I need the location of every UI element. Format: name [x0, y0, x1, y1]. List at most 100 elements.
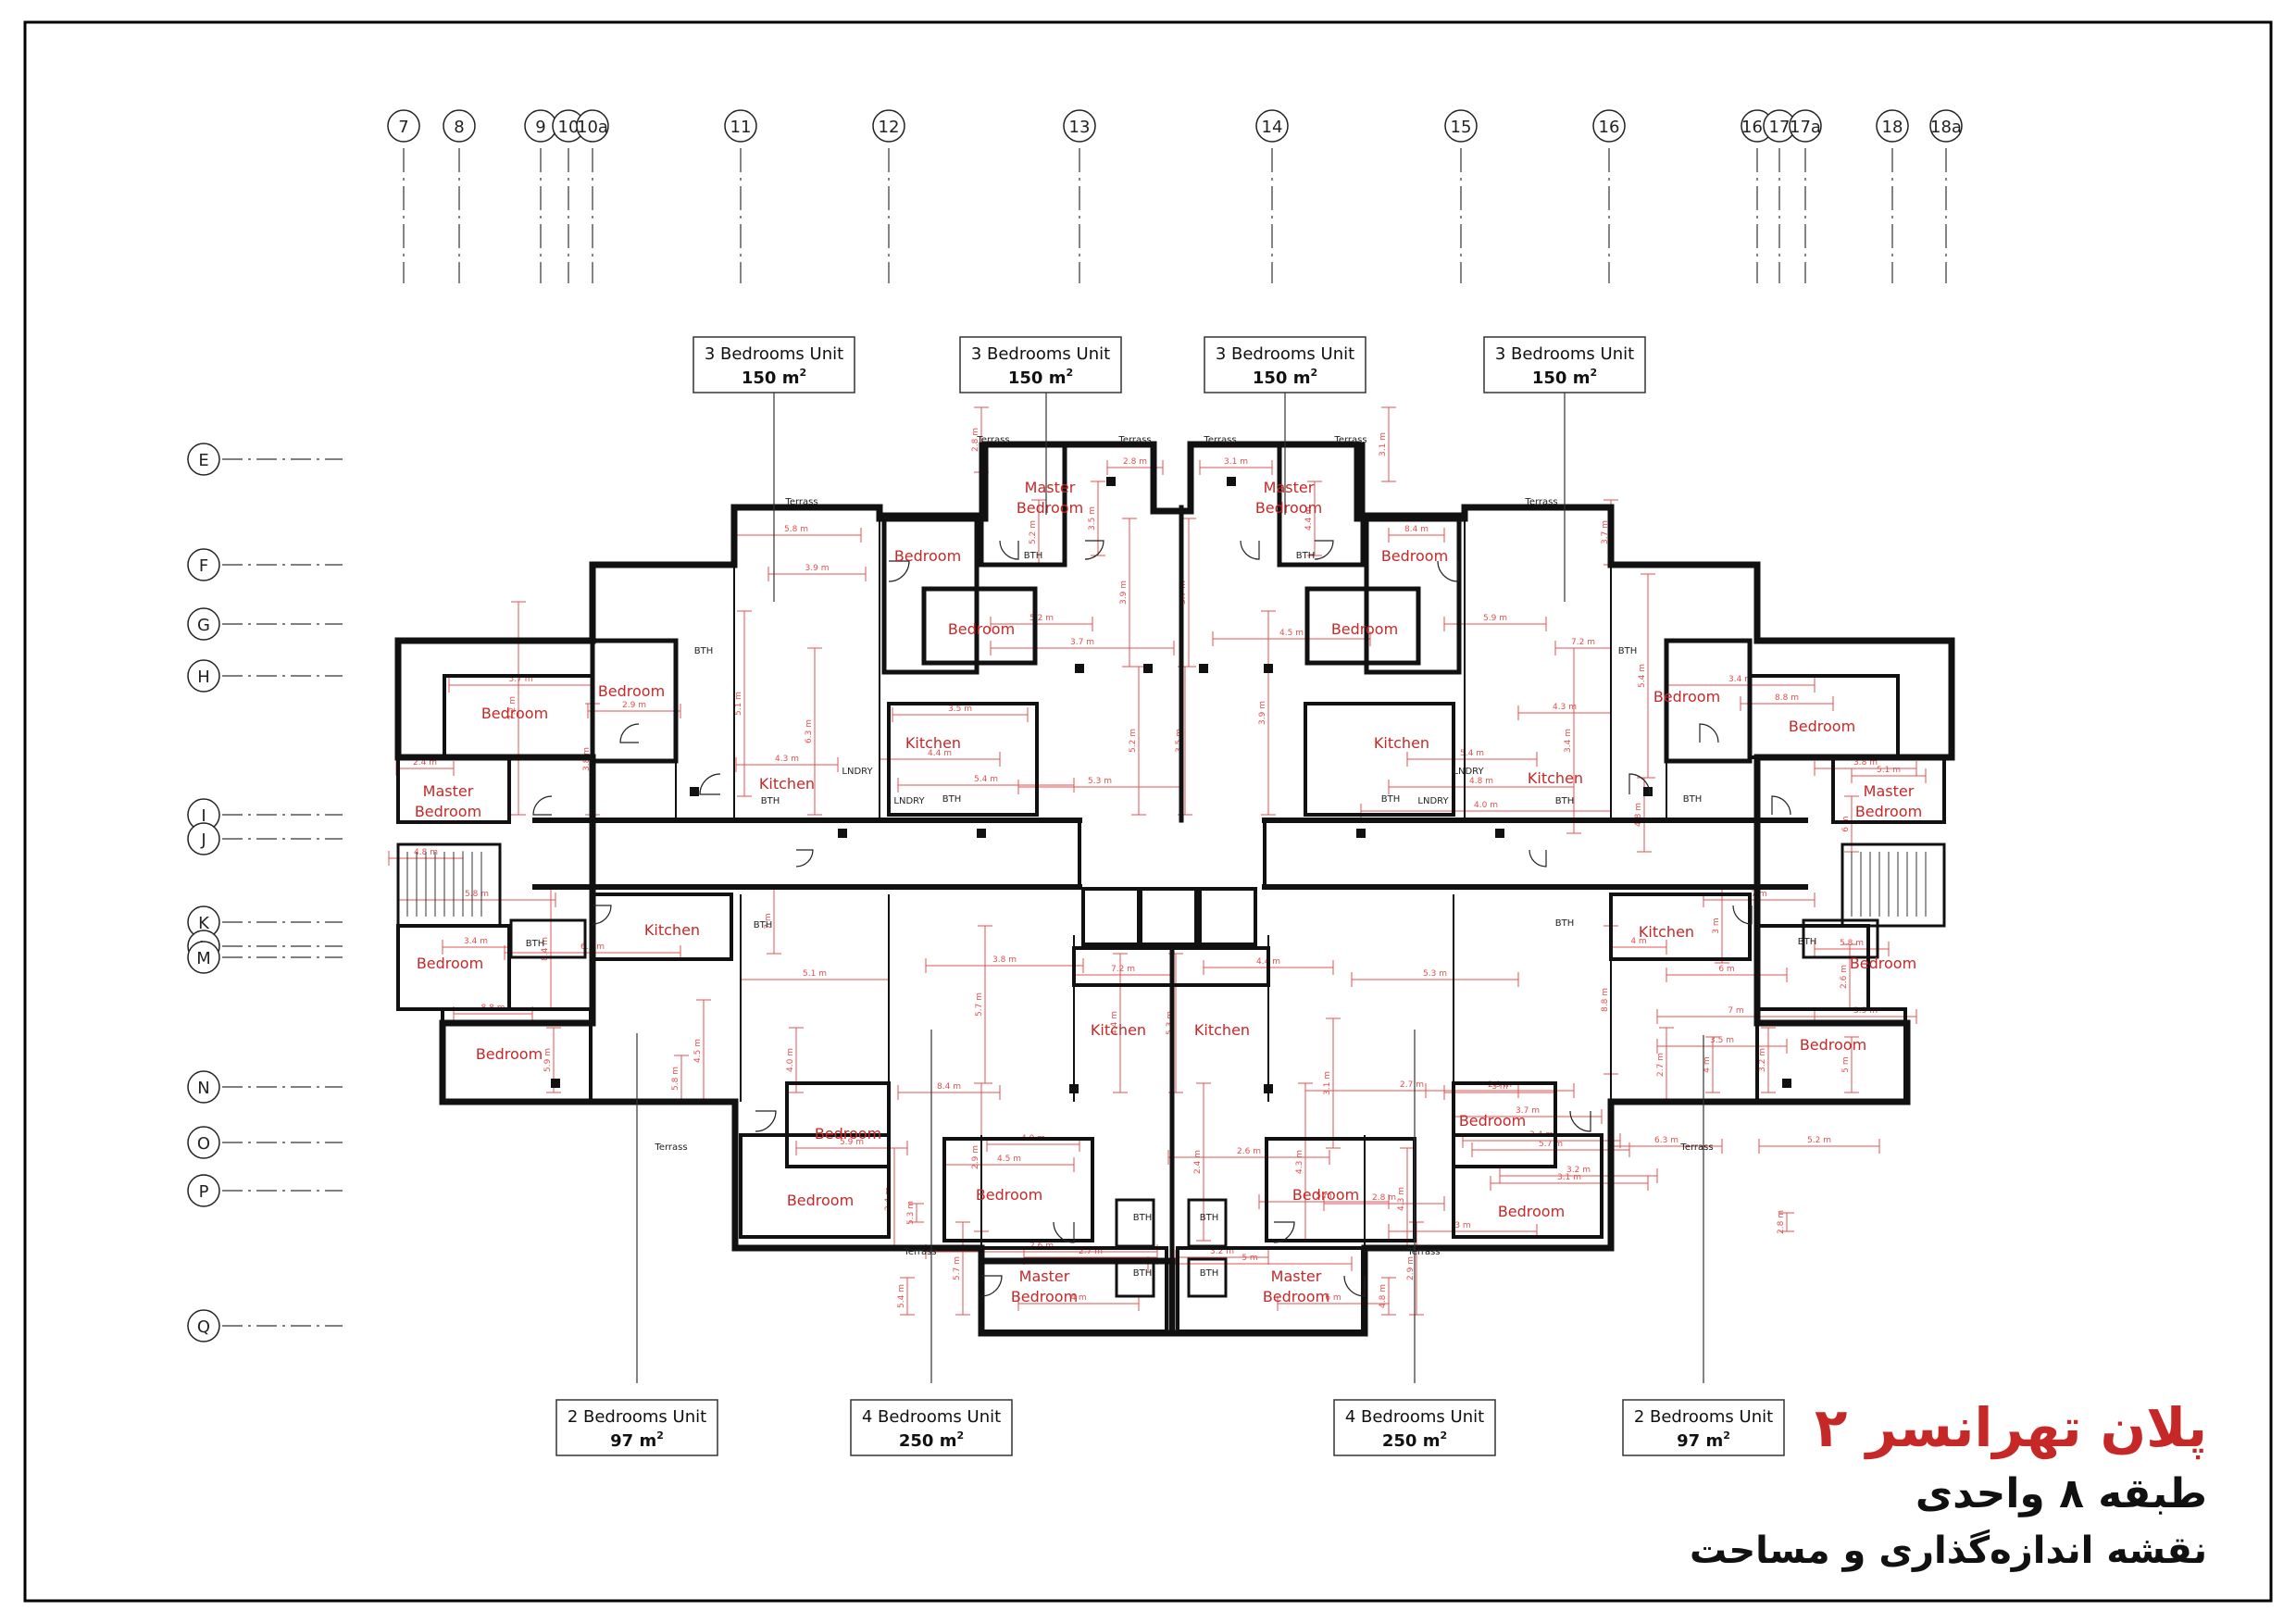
- grid-bubble-N: [187, 1070, 220, 1104]
- unit-label-bottom-1-area-unit: 2: [656, 1429, 664, 1442]
- door-swing: [999, 540, 1019, 560]
- plan-subtitle: طبقه ۸ واحدی: [1915, 1470, 2207, 1517]
- room-enclosure: [881, 512, 980, 675]
- door-swing: [1699, 723, 1719, 743]
- room-enclosure: [396, 755, 511, 824]
- dimension-label: 2.8 m: [1123, 457, 1147, 467]
- dimension-label: 3.2 m: [1566, 1166, 1591, 1175]
- room-enclosure: [921, 586, 1038, 666]
- room-label-small: BTH: [1683, 794, 1703, 805]
- grid-label-14: 14: [1262, 118, 1283, 137]
- room-label: Bedroom: [1331, 620, 1398, 638]
- room-label: Bedroom: [1459, 1112, 1526, 1130]
- dimension-label: 7.2 m: [508, 696, 518, 720]
- dimension-label: 3.2 m: [1210, 1247, 1234, 1256]
- dimension-label: 4.4 m: [1110, 1011, 1119, 1035]
- unit-label-top-4-box: [1483, 336, 1646, 393]
- dimension-label: 4.3 m: [775, 755, 799, 764]
- room-enclosure: [1755, 1007, 1907, 1104]
- room-enclosure: [1139, 887, 1198, 946]
- grid-bubble-P: [187, 1174, 220, 1207]
- grid-label-M: M: [196, 949, 211, 968]
- dimension-label: 8.8 m: [1601, 988, 1610, 1012]
- grid-bubble-14: [1255, 109, 1289, 143]
- dimension-label: 2.7 m: [1656, 1053, 1666, 1077]
- dimension-label: 5.7 m: [1539, 1140, 1563, 1149]
- room-label: Kitchen: [1374, 734, 1429, 752]
- room-label-small: Terrass: [654, 1142, 687, 1153]
- grid-label-K: K: [198, 914, 210, 933]
- dimension-label: 2.9 m: [1406, 1256, 1416, 1280]
- dimension-label: 3.4 m: [464, 937, 488, 946]
- grid-label-17a: 17a: [1790, 118, 1821, 137]
- grid-bubble-11: [724, 109, 757, 143]
- room-label-small: BTH: [942, 794, 962, 805]
- column: [1227, 477, 1236, 486]
- room-label: Bedroom: [1789, 718, 1855, 735]
- door-swing: [1628, 773, 1651, 795]
- room-label-small: Terrass: [903, 1247, 936, 1257]
- room-label: Bedroom: [1011, 1288, 1078, 1305]
- grid-label-12: 12: [879, 118, 900, 137]
- room-enclosure: [739, 1133, 891, 1239]
- room-label: Kitchen: [1528, 769, 1583, 787]
- grid-bubble-16: [1592, 109, 1626, 143]
- dimension-label: 3.5 m: [1710, 1036, 1734, 1045]
- dimension-label: 6 m: [1718, 965, 1734, 974]
- room-label: Master: [1025, 479, 1076, 496]
- unit-label-bottom-1-area: 97 m2: [610, 1429, 664, 1451]
- unit-label-top-2-type: 3 Bedrooms Unit: [971, 344, 1110, 364]
- grid-label-N: N: [197, 1079, 209, 1098]
- dimension-label: 3.7 m: [1601, 520, 1610, 544]
- plan-caption: نقشه اندازه‌گذاری و مساحت: [1689, 1529, 2207, 1572]
- dimension-label: 4.8 m: [1469, 777, 1493, 786]
- grid-label-7: 7: [398, 118, 408, 137]
- room-label: Bedroom: [1255, 499, 1322, 517]
- dimension-label: 2.8 m: [1777, 1210, 1786, 1234]
- dimension-label: 5.4 m: [1638, 664, 1647, 688]
- room-label: Bedroom: [1653, 688, 1720, 705]
- dimension-label: 4.3 m: [1295, 1150, 1304, 1174]
- outer-wall: [730, 441, 1615, 522]
- room-enclosure: [1304, 702, 1455, 817]
- dimension-label: 2.4 m: [1193, 1150, 1203, 1174]
- dimension-label: 3.1 m: [1557, 1173, 1581, 1182]
- room-label: Bedroom: [1498, 1203, 1565, 1220]
- grid-bubble-8: [443, 109, 476, 143]
- room-label-small: BTH: [754, 920, 773, 930]
- room-label-small: BTH: [1200, 1213, 1219, 1223]
- dimension-label: 7.2 m: [1571, 638, 1595, 647]
- room-enclosure: [1115, 1257, 1155, 1298]
- grid-label-11: 11: [730, 118, 752, 137]
- door-swing: [619, 723, 640, 743]
- dimension-label: 7 m: [764, 913, 773, 929]
- room-label: Kitchen: [1091, 1021, 1146, 1039]
- unit-label-top-4-area-unit: 2: [1590, 367, 1597, 379]
- unit-label-bottom-1-box: [555, 1399, 718, 1456]
- unit-label-top-4-type: 3 Bedrooms Unit: [1495, 344, 1634, 364]
- dimension-label: 3 m: [1712, 918, 1721, 933]
- room-label: Bedroom: [1017, 499, 1083, 517]
- dimension-label: 5.2 m: [1029, 614, 1054, 623]
- unit-leaders: [636, 391, 1704, 1383]
- room-enclosure: [1802, 918, 1879, 959]
- room-label: Bedroom: [481, 705, 548, 722]
- dimension-label: 5.7 m: [509, 675, 533, 684]
- room-enclosure: [1748, 674, 1900, 759]
- room-label-small: Terrass: [1524, 497, 1557, 507]
- grid-label-G: G: [197, 616, 210, 635]
- unit-label-top-2-area-unit: 2: [1066, 367, 1073, 379]
- room-labels: MasterBedroomMasterBedroomMasterBedroomM…: [415, 435, 1922, 1305]
- grid-bubble-H: [187, 659, 220, 693]
- wall-plan: [394, 441, 1955, 1337]
- room-enclosure: [1187, 1257, 1228, 1298]
- grid-label-15: 15: [1451, 118, 1472, 137]
- room-label-small: BTH: [1133, 1213, 1153, 1223]
- grid-bubble-18a: [1929, 109, 1963, 143]
- grid-bubble-10a: [576, 109, 609, 143]
- room-label-small: BTH: [1024, 551, 1043, 561]
- dimension-label: 2.9 m: [622, 701, 646, 710]
- grid-label-9: 9: [535, 118, 545, 137]
- dimension-label: 3.9 m: [805, 564, 830, 573]
- column: [977, 829, 986, 838]
